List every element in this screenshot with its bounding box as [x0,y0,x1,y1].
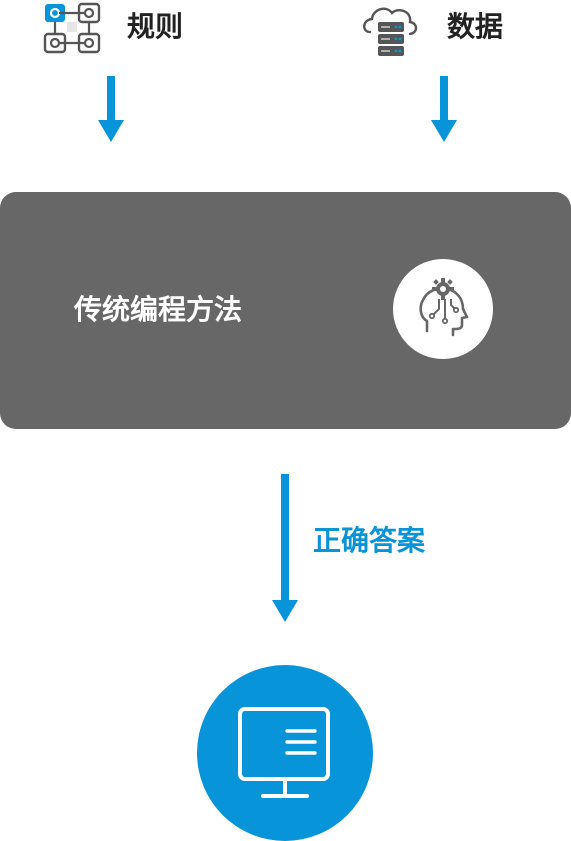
arrow-data-to-process [430,76,458,144]
arrow-rules-to-process [97,76,125,144]
process-label: 传统编程方法 [74,293,243,326]
answer-label: 正确答案 [313,524,426,557]
flowchart-icon [43,0,103,60]
cloud-server-icon [360,2,420,62]
arrow-process-to-output [271,474,299,624]
rules-label: 规则 [127,10,184,43]
data-label: 数据 [447,10,504,43]
monitor-icon [197,665,373,841]
brain-gear-head-icon [393,259,493,359]
